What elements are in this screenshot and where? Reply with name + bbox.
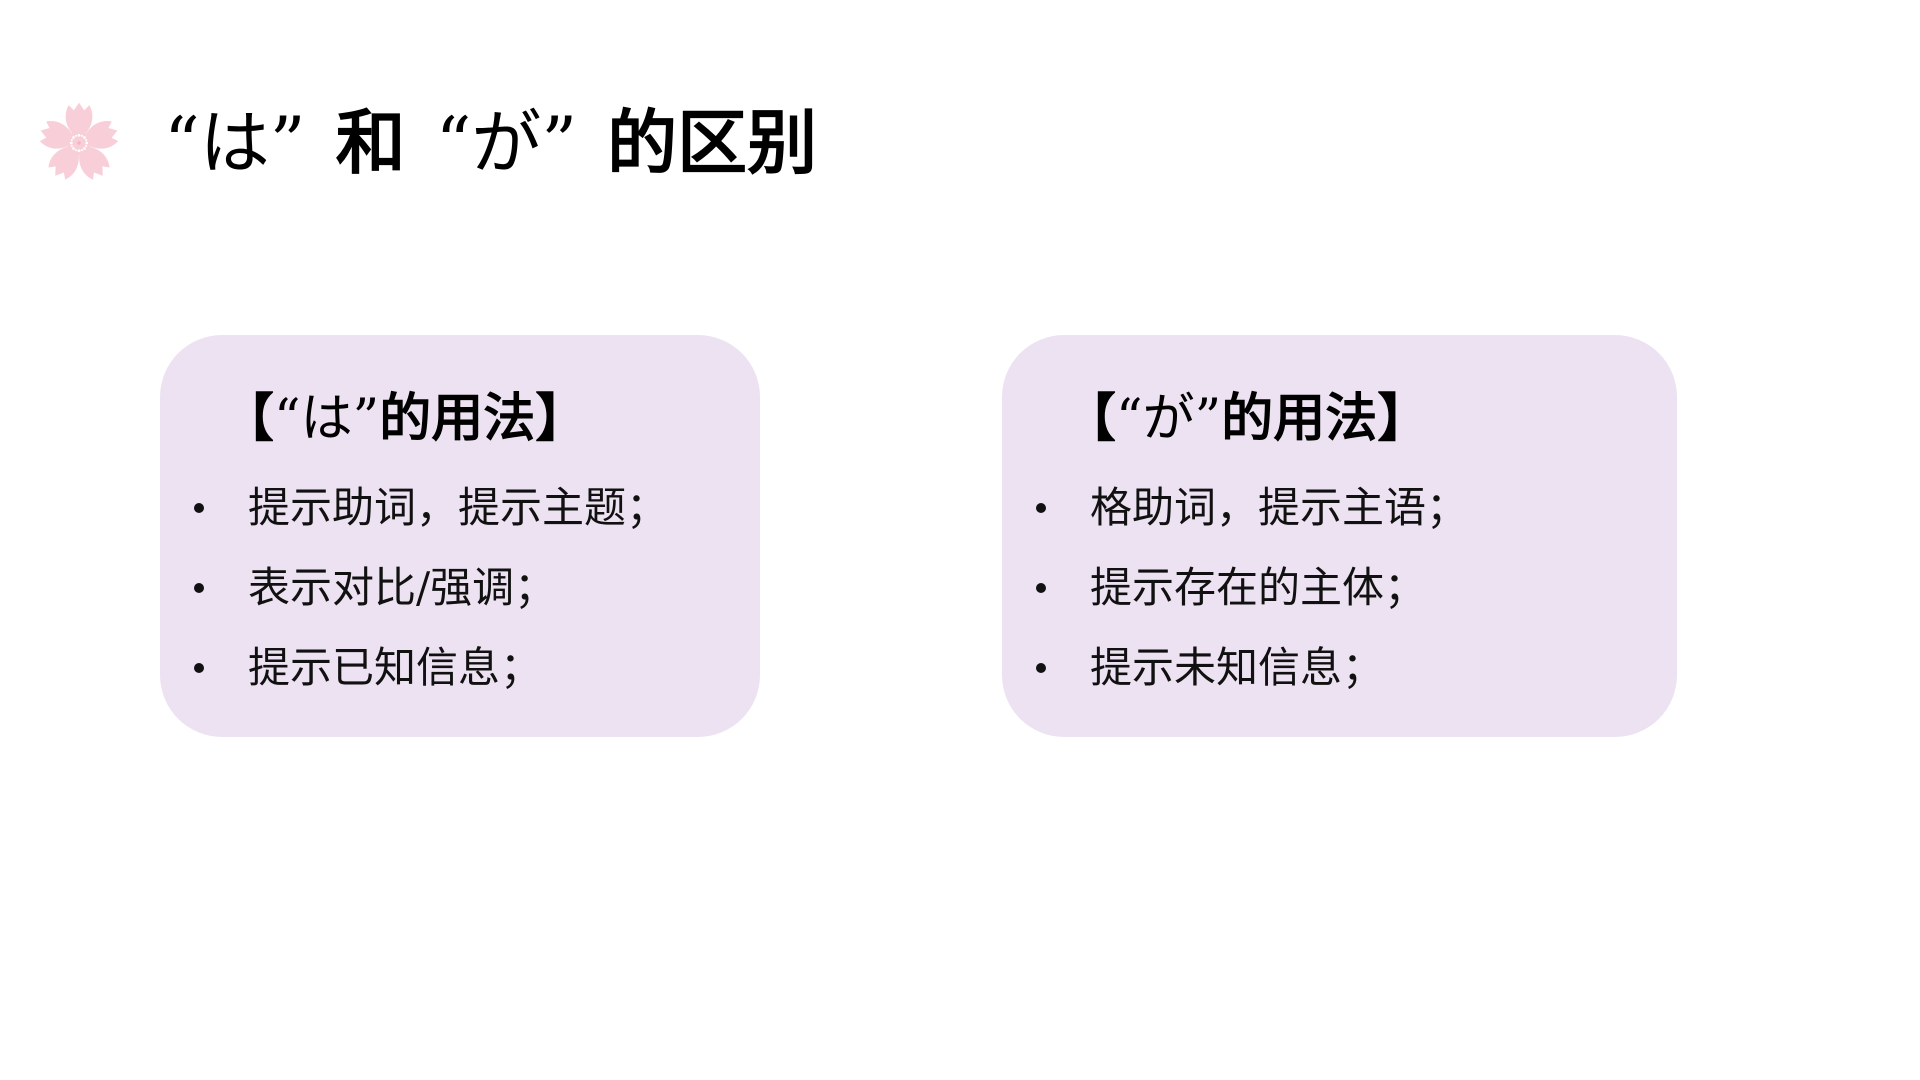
wa-usage-card: 【“は”的用法】 提示助词，提示主题； 表示对比/强调； 提示已知信息； (160, 335, 760, 737)
heading-kana: “が” (1116, 389, 1222, 449)
ga-usage-card: 【“が”的用法】 格助词，提示主语； 提示存在的主体； 提示未知信息； (1002, 335, 1677, 737)
heading-rest: 的用法】 (1221, 389, 1430, 449)
title-kana-ga: “が” (435, 102, 578, 184)
bullet-icon (1036, 663, 1046, 673)
heading-kana: “は” (274, 389, 380, 449)
bullet-icon (1036, 503, 1046, 513)
list-item-text: 提示存在的主体； (1090, 563, 1427, 612)
list-item-text: 提示未知信息； (1090, 643, 1385, 692)
bullet-icon (194, 663, 204, 673)
title-kana-wa: “は” (164, 102, 306, 184)
list-item-text: 提示助词，提示主题； (248, 483, 669, 532)
title-conjunction: 和 (335, 102, 406, 184)
card-heading: 【“が”的用法】 (1064, 387, 1429, 451)
heading-open-bracket: 【 (1064, 389, 1117, 449)
list-item-text: 提示已知信息； (248, 643, 543, 692)
heading-open-bracket: 【 (222, 389, 275, 449)
bullet-icon (194, 503, 204, 513)
title-suffix: 的区别 (607, 102, 818, 184)
card-heading: 【“は”的用法】 (222, 387, 587, 451)
heading-rest: 的用法】 (379, 389, 588, 449)
list-item-text: 格助词，提示主语； (1090, 483, 1469, 532)
bullet-icon (1036, 583, 1046, 593)
list-item-text: 表示对比/强调； (248, 563, 557, 612)
bullet-icon (194, 583, 204, 593)
sakura-flower-icon (36, 102, 122, 184)
page-title: “は” 和 “が” 的区别 (164, 98, 817, 188)
